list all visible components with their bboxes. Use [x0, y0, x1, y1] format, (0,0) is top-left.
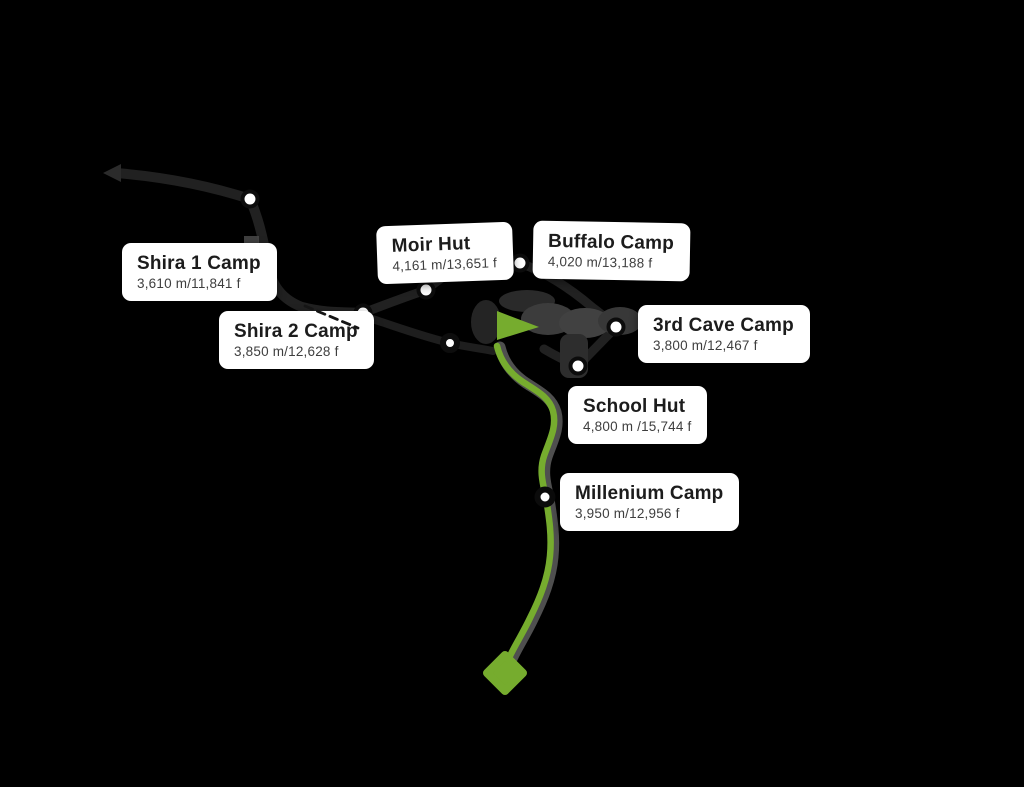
summit-flag-icon	[497, 311, 539, 340]
route-bend-dot	[240, 189, 260, 209]
waypoint-label-school-hut: School Hut 4,800 m /15,744 f	[568, 386, 708, 444]
waypoint-name: Shira 1 Camp	[137, 253, 261, 274]
waypoint-name: School Hut	[583, 396, 686, 417]
waypoint-label-buffalo-camp: Buffalo Camp 4,020 m/13,188 f	[532, 220, 691, 282]
waypoint-elevation: 3,850 m/12,628 f	[234, 344, 339, 360]
waypoint-name: Shira 2 Camp	[234, 321, 358, 342]
route-start-arrow-icon	[103, 164, 121, 182]
summit-crater-shape	[471, 300, 501, 344]
waypoint-name: Millenium Camp	[575, 483, 724, 504]
waypoint-dot-moir-hut	[416, 280, 436, 300]
route-end-diamond-icon	[483, 651, 527, 695]
waypoint-label-3rd-cave-camp: 3rd Cave Camp 3,800 m/12,467 f	[638, 305, 810, 363]
waypoint-name: 3rd Cave Camp	[653, 315, 794, 336]
waypoint-elevation: 3,800 m/12,467 f	[653, 338, 758, 354]
route-junction-dot	[440, 333, 460, 353]
waypoint-elevation: 3,610 m/11,841 f	[137, 276, 241, 292]
waypoint-label-shira-2-camp: Shira 2 Camp 3,850 m/12,628 f	[219, 311, 374, 369]
waypoint-label-millenium-camp: Millenium Camp 3,950 m/12,956 f	[560, 473, 740, 531]
waypoint-dot-millenium-camp	[534, 486, 556, 508]
waypoint-elevation: 4,020 m/13,188 f	[547, 254, 653, 271]
waypoint-label-moir-hut: Moir Hut 4,161 m/13,651 f	[376, 221, 514, 285]
waypoint-label-shira-1-camp: Shira 1 Camp 3,610 m/11,841 f	[122, 243, 277, 301]
waypoint-dot-3rd-cave-camp	[606, 317, 626, 337]
waypoint-name: Buffalo Camp	[547, 230, 675, 255]
descent-route-green	[493, 342, 558, 671]
waypoint-elevation: 4,161 m/13,651 f	[392, 255, 498, 275]
waypoint-dot-school-hut	[568, 356, 588, 376]
summit-crater-shape	[559, 308, 611, 338]
waypoint-elevation: 3,950 m/12,956 f	[575, 506, 680, 522]
waypoint-elevation: 4,800 m /15,744 f	[583, 419, 692, 435]
